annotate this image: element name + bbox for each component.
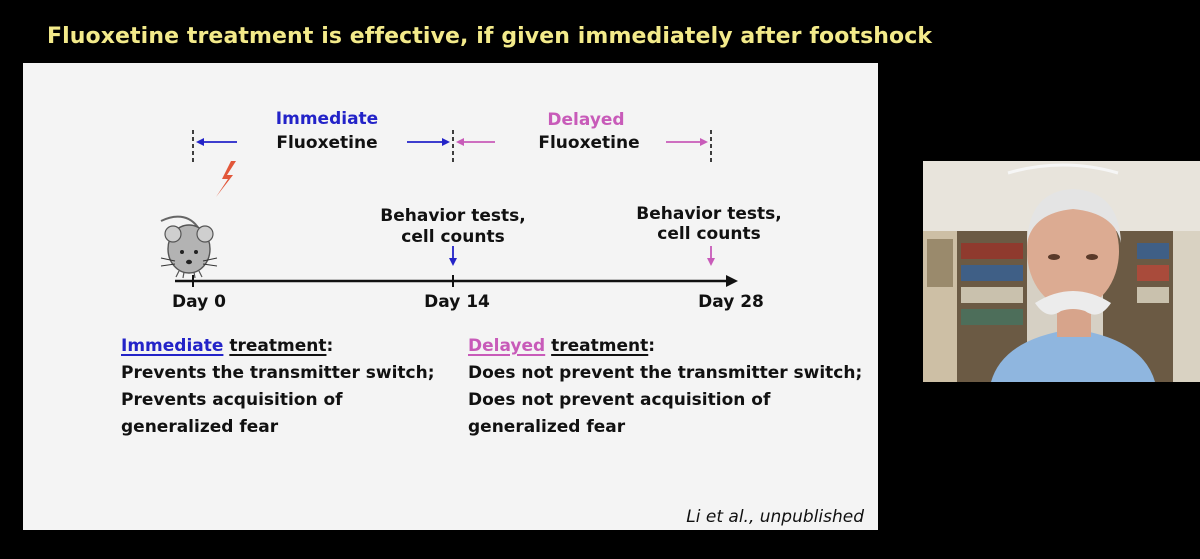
delayed-treatment-suffix: treatment bbox=[551, 336, 649, 356]
timeline-arrowhead bbox=[726, 275, 738, 287]
delayed-treatment-label: Delayed bbox=[468, 336, 546, 356]
delayed-treatment-line: generalized fear bbox=[468, 417, 626, 437]
day28-label: Day 28 bbox=[698, 292, 764, 312]
day28-tests-line2: cell counts bbox=[657, 224, 761, 244]
immediate-treatment-suffix: treatment bbox=[229, 336, 327, 356]
delayed-treatment-heading: Delayed treatment: bbox=[468, 333, 862, 360]
day0-label: Day 0 bbox=[172, 292, 226, 312]
immediate-treatment-line: generalized fear bbox=[121, 417, 279, 437]
slide-title: Fluoxetine treatment is effective, if gi… bbox=[47, 24, 933, 49]
delayed-label: Delayed bbox=[547, 110, 625, 130]
person-video-feed bbox=[923, 161, 1200, 382]
day14-tests-line2: cell counts bbox=[401, 227, 505, 247]
immediate-treatment-line: Prevents the transmitter switch; bbox=[121, 363, 435, 383]
day14-label: Day 14 bbox=[424, 292, 490, 312]
day28-tests-line1: Behavior tests, bbox=[636, 204, 782, 224]
delayed-treatment-line: Does not prevent the transmitter switch; bbox=[468, 363, 863, 383]
day14-tests-line1: Behavior tests, bbox=[380, 206, 526, 226]
timeline-diagram bbox=[160, 130, 738, 287]
lightning-bolt-icon bbox=[216, 161, 236, 197]
slide-canvas: Immediate Fluoxetine Delayed Fluoxetine … bbox=[23, 63, 878, 530]
immediate-drug-label: Fluoxetine bbox=[276, 133, 378, 153]
immediate-treatment-block: Immediate treatment: Prevents the transm… bbox=[121, 333, 435, 441]
delayed-treatment-colon: : bbox=[648, 336, 656, 356]
immediate-label: Immediate bbox=[275, 109, 379, 129]
immediate-treatment-line: Prevents acquisition of bbox=[121, 390, 343, 410]
citation: Li et al., unpublished bbox=[686, 507, 864, 527]
delayed-treatment-block: Delayed treatment: Does not prevent the … bbox=[468, 333, 862, 441]
mouse-icon bbox=[160, 215, 218, 279]
immediate-treatment-heading: Immediate treatment: bbox=[121, 333, 435, 360]
speaker-video-feed bbox=[923, 161, 1200, 382]
delayed-drug-label: Fluoxetine bbox=[538, 133, 640, 153]
immediate-treatment-label: Immediate bbox=[121, 336, 224, 356]
immediate-treatment-colon: : bbox=[326, 336, 334, 356]
delayed-treatment-line: Does not prevent acquisition of bbox=[468, 390, 771, 410]
